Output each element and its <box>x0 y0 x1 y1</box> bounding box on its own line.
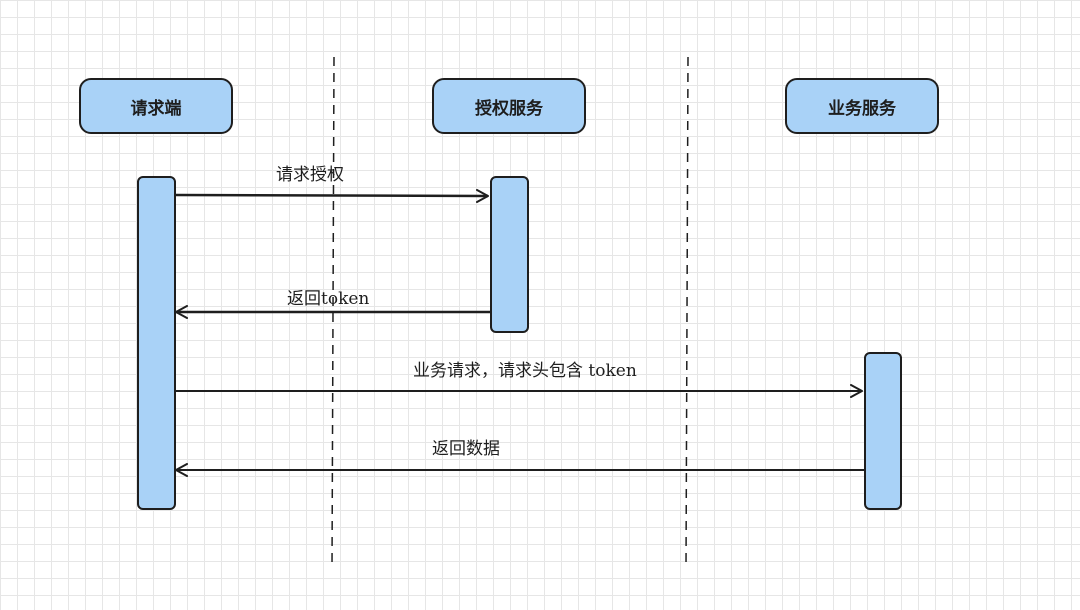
participant-client: 请求端 <box>79 78 233 134</box>
activation-business-service <box>864 352 902 510</box>
participant-business-service: 业务服务 <box>785 78 939 134</box>
divider-line-right <box>685 56 689 569</box>
divider-line-left <box>331 56 335 569</box>
participant-client-label: 请求端 <box>130 98 182 119</box>
message-request-auth: 请求授权 <box>276 165 344 185</box>
arrow-request-auth <box>175 188 489 203</box>
message-return-token: 返回token <box>287 289 370 309</box>
message-business-request: 业务请求，请求头包含 token <box>413 361 637 381</box>
message-return-data: 返回数据 <box>432 439 500 459</box>
activation-auth-service <box>490 176 529 333</box>
activation-client <box>137 176 176 510</box>
participant-auth-service: 授权服务 <box>432 78 586 134</box>
participant-business-service-label: 业务服务 <box>828 98 896 119</box>
participant-auth-service-label: 授权服务 <box>475 98 543 119</box>
